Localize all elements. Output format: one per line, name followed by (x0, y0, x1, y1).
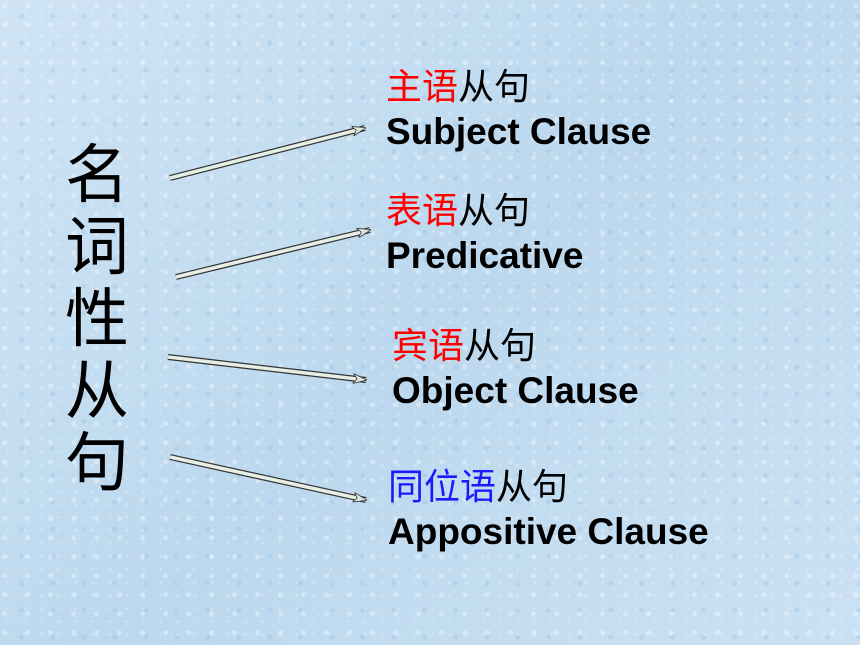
cn-rest: 从句 (458, 191, 531, 232)
cn-rest: 从句 (496, 467, 569, 508)
cn-rest: 从句 (464, 326, 537, 367)
title-char: 从 (65, 355, 129, 429)
title-char: 句 (65, 427, 129, 501)
en-label: Subject Clause (386, 111, 652, 152)
cn-label: 主语从句 (386, 66, 651, 110)
vertical-title: 名 词 性 从 句 (62, 140, 132, 500)
cn-label: 表语从句 (386, 190, 583, 234)
en-label: Object Clause (392, 370, 639, 411)
item-subject-clause: 主语从句 Subject Clause (386, 66, 651, 154)
arrow-to-subject-clause (169, 125, 365, 181)
cn-highlight: 宾语 (392, 326, 465, 367)
title-char: 性 (65, 283, 129, 357)
arrow-to-predicative (175, 227, 370, 280)
title-char: 名 (65, 139, 129, 213)
item-appositive-clause: 同位语从句 Appositive Clause (388, 466, 709, 554)
cn-label: 同位语从句 (388, 466, 709, 510)
item-object-clause: 宾语从句 Object Clause (392, 325, 639, 413)
cn-highlight: 同位语 (388, 467, 497, 508)
cn-highlight: 主语 (386, 67, 459, 108)
title-char: 词 (65, 211, 129, 285)
cn-rest: 从句 (458, 67, 531, 108)
en-label: Appositive Clause (388, 511, 709, 552)
cn-label: 宾语从句 (392, 325, 639, 369)
arrow-to-appositive-clause (169, 454, 366, 503)
en-label: Predicative (386, 235, 584, 276)
item-predicative: 表语从句 Predicative (386, 190, 583, 278)
cn-highlight: 表语 (386, 191, 459, 232)
arrow-to-object-clause (167, 354, 366, 380)
